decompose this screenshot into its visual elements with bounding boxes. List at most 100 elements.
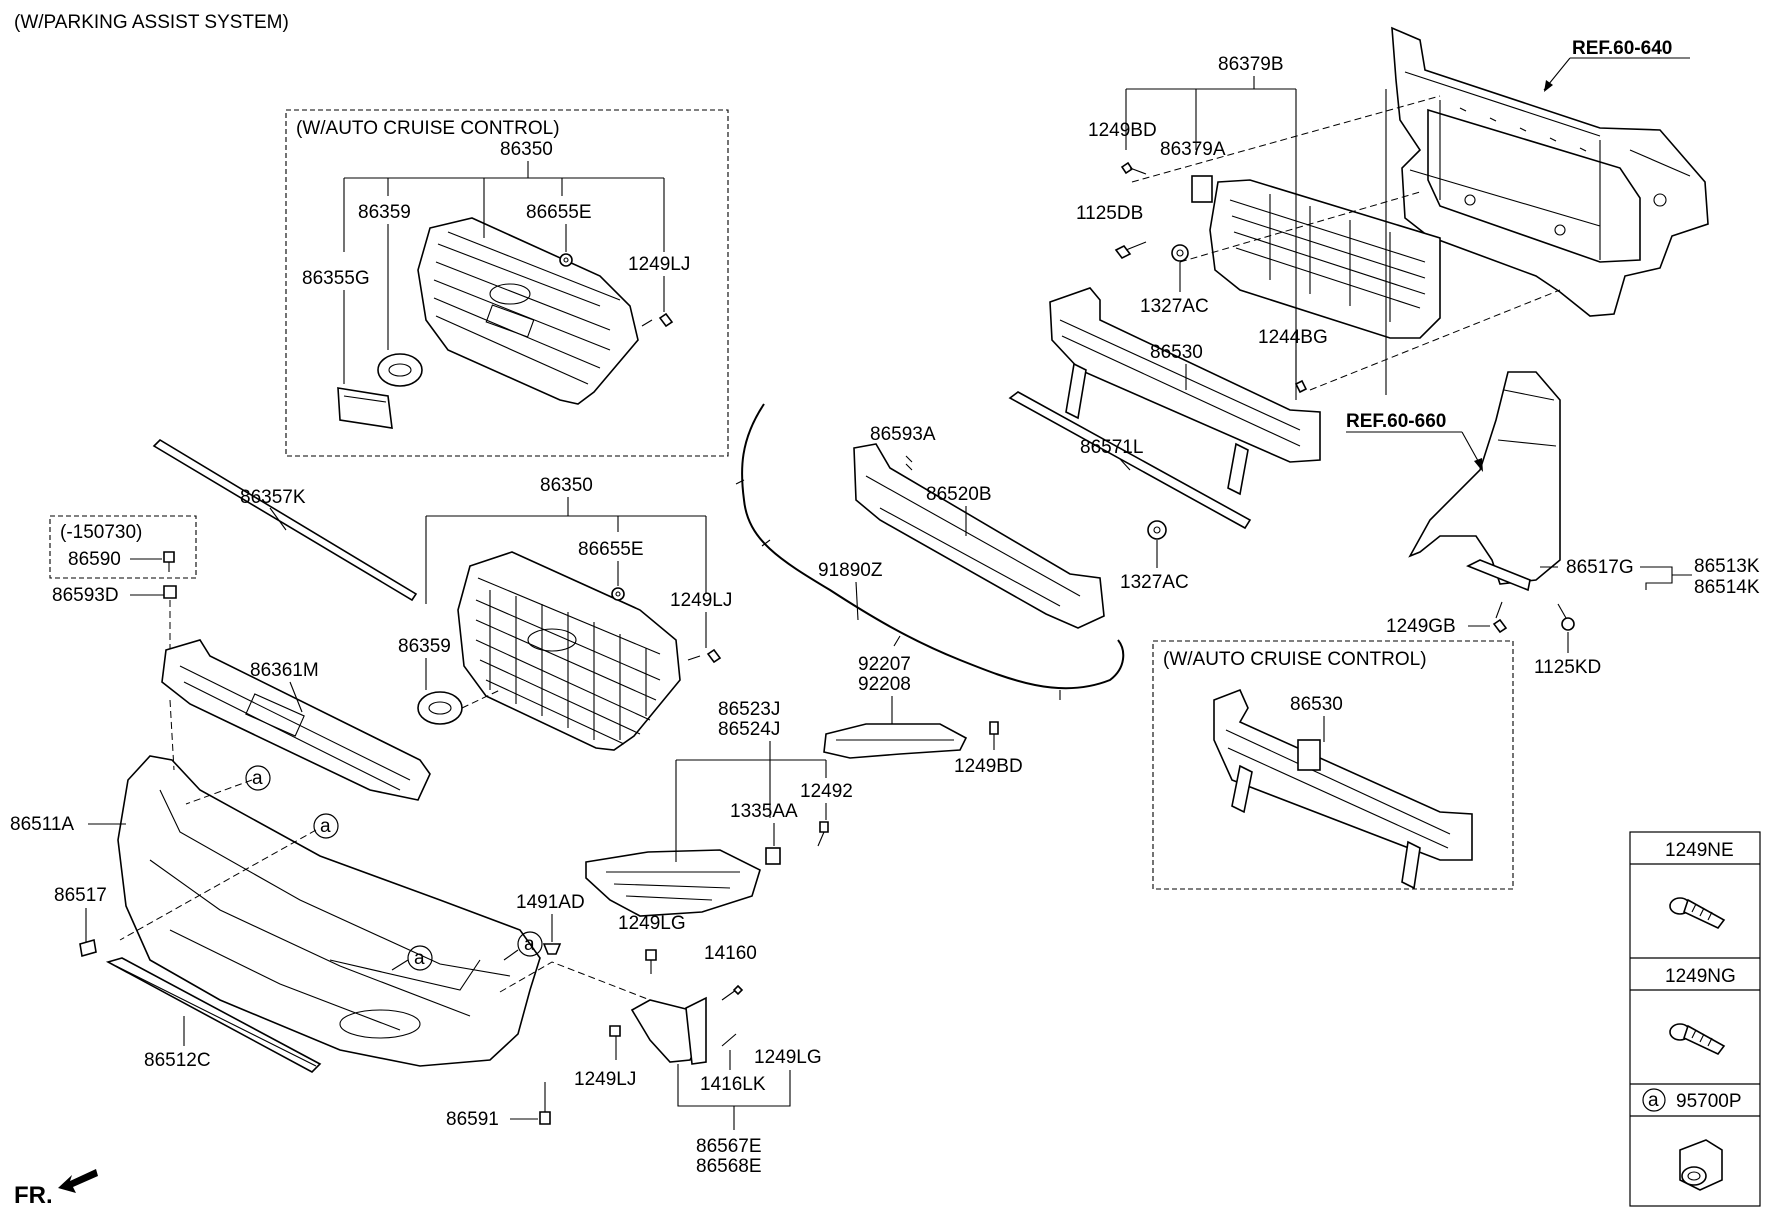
- front-fender: [1408, 371, 1561, 585]
- label-86355g: 86355G: [302, 268, 370, 289]
- label-14160: 14160: [704, 943, 757, 964]
- label-1125db: 1125DB: [1076, 203, 1143, 224]
- label-86593a: 86593A: [870, 424, 936, 445]
- label-86514k: 86514K: [1694, 577, 1760, 598]
- radiator-grille-acc: [417, 217, 639, 405]
- legend-label-1249ne: 1249NE: [1665, 840, 1734, 861]
- label-1249lg-a: 1249LG: [618, 913, 686, 934]
- label-86567e: 86567E: [696, 1136, 762, 1157]
- acc-beam-box-title: (W/AUTO CRUISE CONTROL): [1163, 649, 1427, 670]
- label-1491ad: 1491AD: [516, 892, 585, 913]
- bumper-beam: [1049, 287, 1321, 496]
- bumper-absorber-strip: [1008, 391, 1252, 530]
- label-1249gb: 1249GB: [1386, 616, 1456, 637]
- parts-legend: 1249NE 1249NG a 95700P: [1629, 831, 1761, 1207]
- fog-lamp-bracket: [630, 996, 707, 1065]
- label-12492: 12492: [800, 781, 853, 802]
- svg-text:a: a: [320, 816, 331, 837]
- bumper-beam-acc: [1213, 688, 1473, 890]
- emblem-radar-cover: [337, 387, 393, 429]
- label-1249lg-b: 1249LG: [754, 1047, 822, 1068]
- daytime-running-lamp: [823, 723, 968, 759]
- label-92208: 92208: [858, 674, 911, 695]
- label-86530-b: 86530: [1290, 694, 1343, 715]
- label-1249bd-a: 1249BD: [954, 756, 1023, 777]
- label-1327ac-b: 1327AC: [1140, 296, 1209, 317]
- sensor-callout-3: a: [407, 945, 433, 971]
- ref-60-640-label: REF.60-640: [1572, 38, 1672, 59]
- label-86357k: 86357K: [240, 487, 306, 508]
- label-86512c: 86512C: [144, 1050, 211, 1071]
- label-86511a: 86511A: [10, 814, 74, 835]
- radiator-grille: [457, 551, 681, 751]
- diagram-title: (W/PARKING ASSIST SYSTEM): [14, 12, 289, 33]
- air-guard-bracket: [1191, 175, 1213, 203]
- label-1244bg: 1244BG: [1258, 327, 1328, 348]
- early-date-box-title: (-150730): [60, 522, 142, 543]
- radiator-support-panel: [1391, 26, 1709, 317]
- svg-text:a: a: [524, 934, 535, 955]
- label-86520b: 86520B: [926, 484, 992, 505]
- emblem-acc: [377, 353, 423, 387]
- label-86359-b: 86359: [398, 636, 451, 657]
- label-1249lj-a: 1249LJ: [628, 254, 690, 275]
- sensor-callout-4: a: [517, 931, 543, 957]
- label-1249lj-c: 1249LJ: [574, 1069, 636, 1090]
- label-86350-b: 86350: [540, 475, 593, 496]
- label-1249lj-b: 1249LJ: [670, 590, 732, 611]
- acc-grille-box-title: (W/AUTO CRUISE CONTROL): [296, 118, 560, 139]
- label-86571l: 86571L: [1080, 437, 1143, 458]
- bumper-energy-absorber: [853, 443, 1105, 629]
- screw-icon: [1669, 897, 1726, 930]
- upper-bumper-cover-bracket: [161, 639, 431, 801]
- label-86655e-b: 86655E: [578, 539, 644, 560]
- acc-beam-box: [1152, 640, 1514, 890]
- fender-bracket: [1466, 559, 1531, 592]
- legend-label-1249ng: 1249NG: [1665, 966, 1736, 987]
- label-86379a: 86379A: [1160, 139, 1226, 160]
- label-86361m: 86361M: [250, 660, 319, 681]
- air-guard-assembly: [1209, 179, 1441, 339]
- svg-text:a: a: [252, 768, 263, 789]
- label-91890z: 91890Z: [818, 560, 883, 581]
- emblem: [417, 691, 463, 725]
- label-86530-a: 86530: [1150, 342, 1203, 363]
- label-86655e-a: 86655E: [526, 202, 592, 223]
- label-86590: 86590: [68, 549, 121, 570]
- front-label: FR.: [14, 1182, 53, 1209]
- label-1249bd-b: 1249BD: [1088, 120, 1157, 141]
- acc-grille-box: [285, 109, 729, 457]
- label-1125kd: 1125KD: [1534, 657, 1601, 678]
- label-86568e: 86568E: [696, 1156, 762, 1177]
- parking-sensor-wiring: [741, 403, 1125, 690]
- label-86379b: 86379B: [1218, 54, 1284, 75]
- grille-mesh: [475, 590, 661, 745]
- label-86513k: 86513K: [1694, 556, 1760, 577]
- label-86591: 86591: [446, 1109, 499, 1130]
- label-92207: 92207: [858, 654, 911, 675]
- svg-text:a: a: [414, 948, 425, 969]
- grille-upper-molding: [152, 438, 418, 602]
- ref-60-660-label: REF.60-660: [1346, 411, 1446, 432]
- fog-lamp-cover: [585, 849, 761, 917]
- label-86523j: 86523J: [718, 699, 780, 720]
- front-direction-indicator: FR.: [14, 1169, 98, 1209]
- label-86517g: 86517G: [1566, 557, 1634, 578]
- front-arrow-icon: [58, 1169, 98, 1193]
- label-86517: 86517: [54, 885, 107, 906]
- label-86359-a: 86359: [358, 202, 411, 223]
- sensor-callout-2: a: [313, 813, 339, 839]
- sensor-callout-1: a: [245, 765, 271, 791]
- front-bumper-cover: [117, 755, 541, 1067]
- label-1416lk: 1416LK: [700, 1074, 766, 1095]
- legend-symbol-a: a: [1648, 1090, 1659, 1111]
- label-86593d: 86593D: [52, 585, 119, 606]
- label-1327ac-a: 1327AC: [1120, 572, 1189, 593]
- label-86350-a: 86350: [500, 139, 553, 160]
- parking-sensor-icon: [1679, 1139, 1723, 1191]
- label-86524j: 86524J: [718, 719, 780, 740]
- screw-icon: [1669, 1023, 1726, 1056]
- label-1335aa: 1335AA: [730, 801, 798, 822]
- legend-label-95700p: 95700P: [1676, 1091, 1742, 1112]
